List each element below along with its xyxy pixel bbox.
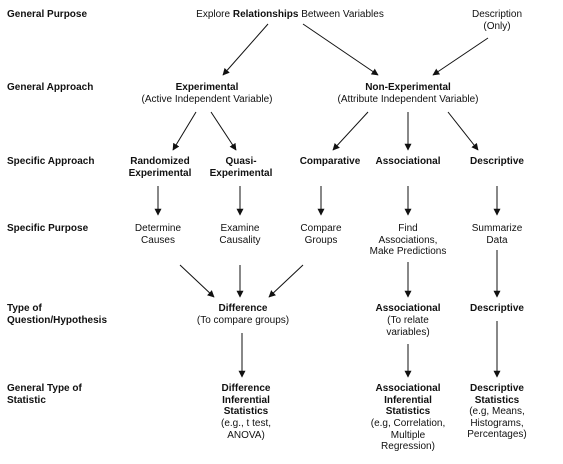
row-label-specific-approach: Specific Approach xyxy=(7,156,95,167)
arrow-nonexperimental-to-comparative xyxy=(332,111,369,151)
difference-question-subtitle: (To compare groups) xyxy=(196,315,290,326)
row-label-general-approach: General Approach xyxy=(7,82,94,93)
experimental-subtitle: (Active Independent Variable) xyxy=(141,94,273,105)
descriptive-statistics-examples: (e.g, Means, Histograms, Percentages) xyxy=(467,406,527,440)
arrow-nonexperimental-to-descriptive xyxy=(447,111,479,151)
explore-suffix: Between Variables xyxy=(298,9,384,20)
difference-question-title: Difference xyxy=(218,303,268,314)
compare-groups-node: Compare Groups xyxy=(300,223,342,246)
arrow-experimental-to-randomized xyxy=(172,111,197,151)
arrow-experimental-to-quasi xyxy=(210,111,237,151)
comparative-node: Comparative xyxy=(299,156,361,167)
row-label-specific-purpose: Specific Purpose xyxy=(7,223,89,234)
arrow-determine-to-difference xyxy=(179,264,215,298)
description-only-node: Description (Only) xyxy=(471,9,523,32)
descriptive-node: Descriptive xyxy=(470,156,524,167)
difference-statistics-title: Difference Inferential Statistics xyxy=(221,383,271,417)
summarize-data-node: Summarize Data xyxy=(471,223,523,246)
associational-statistics-examples: (e.g, Correlation, Multiple Regression) xyxy=(370,418,446,452)
associational-node: Associational xyxy=(375,156,441,167)
associational-statistics-title: Associational Inferential Statistics xyxy=(375,383,441,417)
descriptive-statistics-title: Descriptive Statistics xyxy=(470,383,524,406)
explore-relationships-node: Explore Relationships Between Variables xyxy=(196,9,384,21)
associational-question-subtitle: (To relate variables) xyxy=(386,315,430,338)
explore-prefix: Explore xyxy=(196,9,233,20)
experimental-title: Experimental xyxy=(175,82,239,93)
determine-causes-node: Determine Causes xyxy=(134,223,182,246)
examine-causality-node: Examine Causality xyxy=(219,223,261,246)
randomized-experimental-node: Randomized Experimental xyxy=(128,156,192,179)
arrow-compare-to-difference xyxy=(268,264,304,298)
row-label-general-purpose: General Purpose xyxy=(7,9,88,20)
row-label-statistic-type: General Type of Statistic xyxy=(7,383,82,406)
find-associations-node: Find Associations, Make Predictions xyxy=(369,223,447,257)
arrow-description-to-nonexperimental xyxy=(432,37,489,76)
arrow-explore-to-nonexperimental xyxy=(302,23,379,76)
difference-statistics-examples: (e.g., t test, ANOVA) xyxy=(220,418,272,441)
nonexperimental-subtitle: (Attribute Independent Variable) xyxy=(337,94,479,105)
descriptive-question-title: Descriptive xyxy=(470,303,524,314)
explore-bold: Relationships xyxy=(232,9,299,20)
quasi-experimental-node: Quasi- Experimental xyxy=(209,156,273,179)
nonexperimental-title: Non-Experimental xyxy=(365,82,451,93)
arrow-explore-to-experimental xyxy=(222,23,269,76)
row-label-question-type: Type of Question/Hypothesis xyxy=(7,303,108,326)
associational-question-title: Associational xyxy=(375,303,441,314)
